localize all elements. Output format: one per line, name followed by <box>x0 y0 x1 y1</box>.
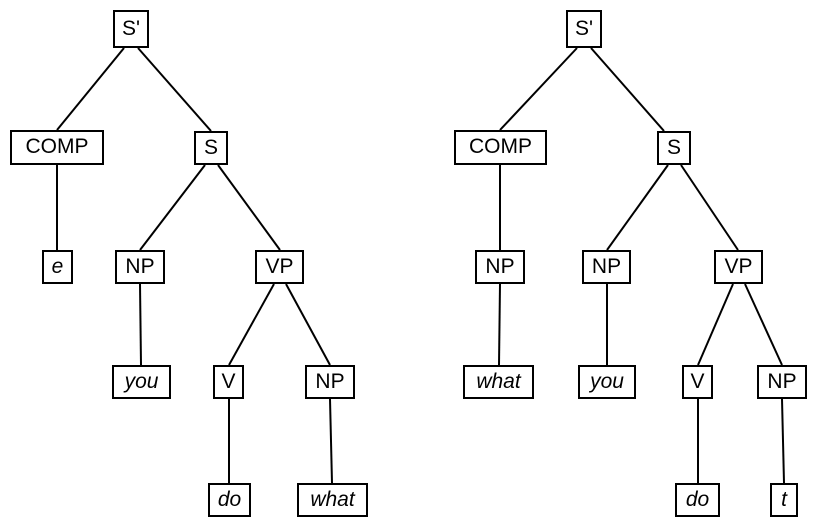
tree-node-label: VP <box>724 254 753 278</box>
tree-node-label: COMP <box>25 135 89 158</box>
tree-edge-L-S-to-L-NP1 <box>139 164 206 251</box>
tree-edge-R-Sbar-to-R-S <box>590 47 665 132</box>
tree-edge-L-VP-to-L-V <box>228 283 275 366</box>
tree-edge-R-NP2-to-R-t <box>781 398 785 484</box>
tree-node-R-you: you <box>578 365 636 399</box>
tree-edge-R-VP-to-R-NP2 <box>744 283 783 366</box>
tree-edge-L-Sbar-to-L-COMP <box>56 47 125 131</box>
tree-node-label: NP <box>591 254 622 278</box>
tree-node-label: do <box>217 487 242 511</box>
tree-edge-R-VP-to-R-V <box>697 283 734 366</box>
tree-node-L-S: S <box>194 131 228 165</box>
tree-node-R-S: S <box>657 131 691 165</box>
tree-node-label: S' <box>574 16 594 40</box>
tree-node-label: V <box>690 369 705 393</box>
tree-node-label: NP <box>485 254 515 278</box>
tree-node-L-you: you <box>112 365 171 399</box>
tree-node-R-Sbar: S' <box>566 10 602 48</box>
tree-edge-L-Sbar-to-L-S <box>137 47 212 132</box>
tree-node-L-VP: VP <box>255 250 304 284</box>
tree-node-label: NP <box>767 369 797 393</box>
tree-node-R-t: t <box>770 483 798 517</box>
tree-node-R-VP: VP <box>714 250 763 284</box>
tree-node-label: COMP <box>469 135 532 158</box>
tree-node-label: V <box>221 369 236 393</box>
tree-edge-R-S-to-R-VP <box>680 164 739 251</box>
tree-node-label: what <box>310 487 355 511</box>
tree-node-label: you <box>124 369 159 393</box>
tree-node-label: do <box>685 487 710 511</box>
tree-edge-L-S-to-L-VP <box>217 164 281 251</box>
tree-node-label: NP <box>125 254 155 278</box>
tree-node-L-what: what <box>297 483 368 517</box>
tree-edge-R-NP0-to-R-what <box>498 283 501 366</box>
tree-node-L-e: e <box>42 250 73 284</box>
tree-node-L-NP2: NP <box>305 365 355 399</box>
tree-node-R-do: do <box>675 483 720 517</box>
tree-edge-L-VP-to-L-NP2 <box>285 283 331 366</box>
tree-node-R-NP2: NP <box>757 365 807 399</box>
tree-node-L-COMP: COMP <box>10 130 104 165</box>
tree-edge-R-Sbar-to-R-COMP <box>499 47 578 131</box>
tree-edge-R-S-to-R-NP1 <box>606 164 669 251</box>
tree-node-R-NP0: NP <box>475 250 525 284</box>
tree-node-label: S <box>203 135 218 159</box>
tree-node-label: NP <box>315 369 345 393</box>
tree-node-label: S <box>666 135 681 159</box>
tree-node-L-NP1: NP <box>115 250 165 284</box>
tree-node-label: t <box>781 487 787 511</box>
tree-node-L-Sbar: S' <box>113 10 149 48</box>
tree-node-L-V: V <box>213 365 244 399</box>
tree-node-label: e <box>51 254 64 278</box>
tree-node-label: S' <box>121 16 141 40</box>
tree-node-L-do: do <box>208 483 251 517</box>
tree-node-R-COMP: COMP <box>454 130 547 165</box>
tree-node-R-what: what <box>463 365 534 399</box>
tree-edge-L-NP1-to-L-you <box>139 283 142 366</box>
tree-node-R-NP1: NP <box>582 250 631 284</box>
tree-node-label: what <box>476 369 521 393</box>
tree-node-R-V: V <box>682 365 713 399</box>
tree-edge-L-NP2-to-L-what <box>329 398 333 484</box>
tree-node-label: VP <box>265 254 294 278</box>
tree-node-label: you <box>590 369 624 393</box>
